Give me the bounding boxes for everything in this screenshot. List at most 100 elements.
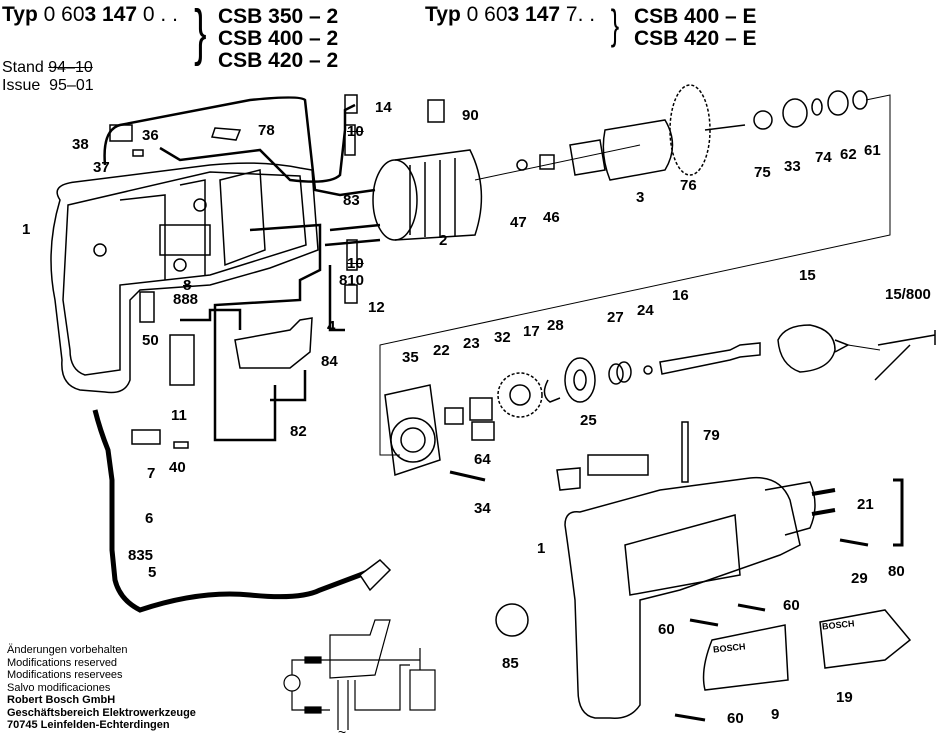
part-label: 10 <box>347 123 364 140</box>
typ-word: Typ <box>425 3 461 26</box>
stand-line: Stand 94–10 <box>2 59 93 76</box>
model-name: CSB 400 – 2 <box>218 27 339 50</box>
part-label: 17 <box>523 323 540 340</box>
part-label: 60 <box>727 710 744 727</box>
emblem-85 <box>495 603 529 637</box>
power-cable <box>92 409 392 613</box>
part-label: 28 <box>547 317 564 334</box>
part-label: 83 <box>343 192 360 209</box>
stand-label: Stand <box>2 59 44 76</box>
screw-60a <box>737 603 766 612</box>
gear-train <box>384 324 936 482</box>
part-label: 888 <box>173 291 199 308</box>
housing-half-right <box>564 476 816 719</box>
slider-25b <box>587 454 649 476</box>
screw-29 <box>839 538 869 547</box>
plate-78 <box>210 127 242 141</box>
part-label: 85 <box>502 655 519 672</box>
part-label: 11 <box>171 407 187 424</box>
model-list-left: CSB 350 – 2 CSB 400 – 2 CSB 420 – 2 <box>218 6 338 72</box>
issue-line: Issue 95–01 <box>2 77 94 94</box>
footer-note: Modifications reserved <box>7 656 118 669</box>
part-label: 15/800 <box>885 286 931 303</box>
part-label: 33 <box>784 158 801 175</box>
brand-plate-19 <box>819 609 912 669</box>
typ-word: Typ <box>2 3 38 26</box>
part-label: 22 <box>433 342 450 359</box>
screw-60b <box>689 618 719 627</box>
part-label: 15 <box>799 267 816 284</box>
model-name: CSB 420 – E <box>634 27 757 50</box>
housing-half-left <box>50 162 319 394</box>
footer-note: Salvo modificaciones <box>7 681 111 694</box>
part-label: 3 <box>636 189 645 206</box>
typ-suffix: 7. . <box>565 3 596 26</box>
armature-3 <box>474 84 868 181</box>
part-label: 1 <box>22 221 31 238</box>
wiring-schematic <box>283 619 436 730</box>
pin-79 <box>681 421 689 483</box>
part-label: 810 <box>339 272 365 289</box>
typ-number-prefix: 0 60 <box>466 3 508 26</box>
part-label: 14 <box>375 99 392 116</box>
part-label: 10 <box>347 255 364 272</box>
part-label: 4 <box>327 318 336 335</box>
part-label: 37 <box>93 159 110 176</box>
part-label: 12 <box>368 299 385 316</box>
pin-21b <box>811 508 836 516</box>
switch-36 <box>109 124 133 142</box>
part-label: 60 <box>658 621 675 638</box>
typ-number-prefix: 0 60 <box>43 3 85 26</box>
part-label: 46 <box>543 209 560 226</box>
spring-37 <box>132 149 144 157</box>
model-list-right: CSB 400 – E CSB 420 – E <box>634 6 757 50</box>
switch-4 <box>234 317 313 369</box>
part-label: 9 <box>771 706 780 723</box>
brush-holder-14 <box>344 94 358 114</box>
part-label: 50 <box>142 332 159 349</box>
part-label: 84 <box>321 353 338 370</box>
capacitor-11 <box>169 334 195 386</box>
brush-holder-12 <box>344 284 358 304</box>
footer-note: Änderungen vorbehalten <box>7 644 128 656</box>
part-label: 19 <box>836 689 853 706</box>
issue-value: 95–01 <box>49 77 94 94</box>
clip-50 <box>139 291 155 323</box>
part-label: 36 <box>142 127 159 144</box>
plate-25a <box>556 467 581 491</box>
company-division: Geschäftsbereich Elektrowerkzeuge <box>7 706 196 719</box>
part-label: 78 <box>258 122 275 139</box>
part-label: 21 <box>857 496 874 513</box>
pin-21a <box>811 488 836 496</box>
brand-plate-9 <box>702 624 789 691</box>
part-label: 90 <box>462 107 479 124</box>
screw-60c <box>674 713 706 722</box>
type-code-left: Typ 0 603 147 0 . . <box>2 3 178 27</box>
company-name: Robert Bosch GmbH <box>7 694 116 706</box>
assembly-leader-line <box>379 94 891 456</box>
ac-symbol: ~ <box>338 724 347 740</box>
brace-left: } <box>194 0 207 67</box>
screw-40 <box>173 441 189 449</box>
model-name: CSB 350 – 2 <box>218 5 339 28</box>
typ-suffix: 0 . . <box>142 3 178 26</box>
part-label: 61 <box>864 142 881 159</box>
part-label: 16 <box>672 287 689 304</box>
part-label: 40 <box>169 459 186 476</box>
part-label: 8 <box>183 277 192 294</box>
model-name: CSB 420 – 2 <box>218 49 339 72</box>
stand-value: 94–10 <box>48 59 93 76</box>
brace-right: } <box>610 1 620 48</box>
cable-clamp-7 <box>131 429 161 445</box>
part-label: 29 <box>851 570 868 587</box>
part-label: 75 <box>754 164 771 181</box>
company-address: 70745 Leinfelden-Echterdingen <box>7 719 170 731</box>
part-label: 80 <box>888 563 905 580</box>
typ-number-bold: 3 147 <box>507 3 561 26</box>
part-label: 6 <box>145 510 154 527</box>
footer-notes: Änderungen vorbehalten Modifications res… <box>7 644 196 732</box>
part-label: 82 <box>290 423 307 440</box>
typ-number-bold: 3 147 <box>84 3 138 26</box>
part-label: 34 <box>474 500 491 517</box>
part-label: 24 <box>637 302 654 319</box>
